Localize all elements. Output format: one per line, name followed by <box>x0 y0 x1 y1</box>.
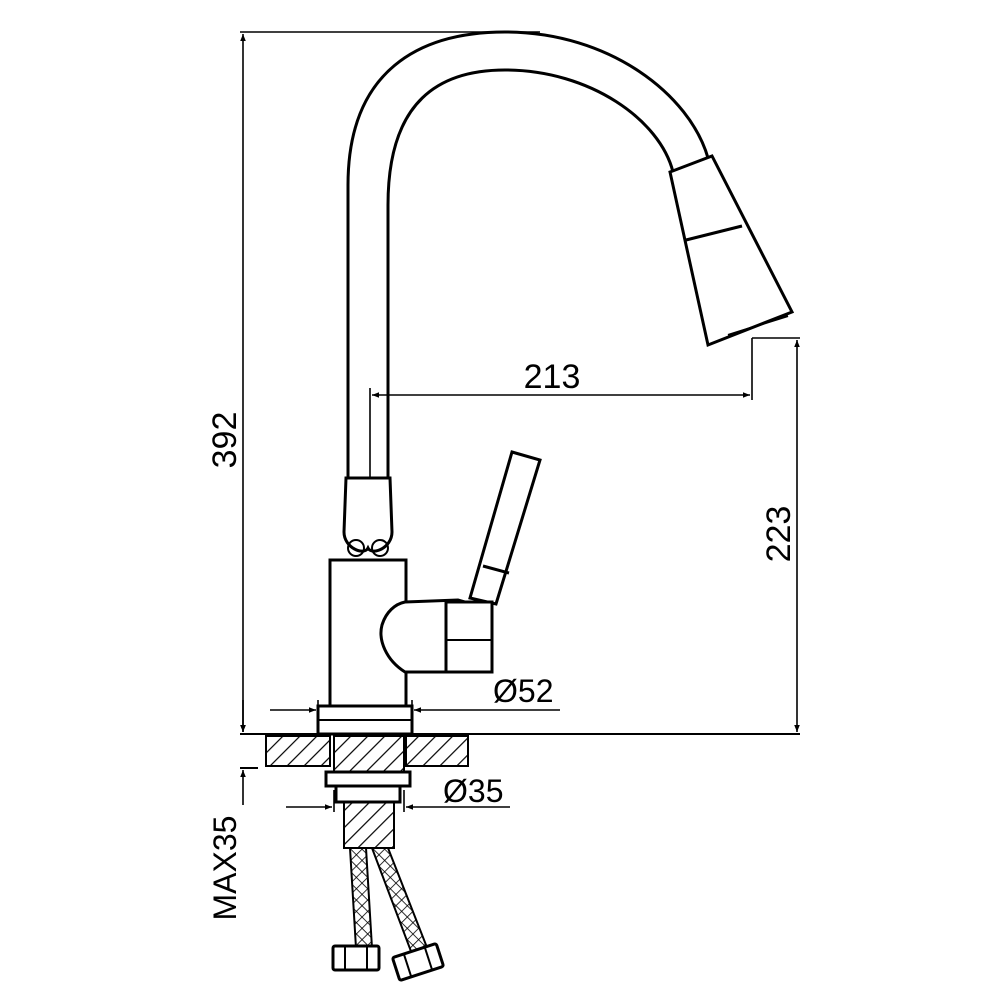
fitting-line <box>423 946 434 971</box>
countertop-hatch-right <box>405 735 469 767</box>
collar-screw <box>347 539 365 557</box>
spray-head-ring <box>727 315 789 336</box>
reach-dimension-label: 213 <box>524 358 581 396</box>
spout-outer-outline <box>346 30 710 478</box>
shank <box>333 735 405 773</box>
swivel-collar <box>342 476 394 553</box>
mounting-stud <box>343 801 395 849</box>
braided-hose-right <box>370 847 430 956</box>
mounting-assembly <box>324 735 445 982</box>
braided-hose-left <box>348 847 374 949</box>
handle-cap <box>444 600 494 674</box>
spout-inner-outline <box>386 68 675 478</box>
collar-screw <box>371 539 389 557</box>
spout-height-dimension-label: 223 <box>760 506 798 563</box>
spray-head <box>668 154 795 348</box>
dimension-lines: 392 213 223 Ø52 Ø35 MAX35 <box>206 31 800 921</box>
hose-fitting-right <box>391 942 445 982</box>
base-diameter-label: Ø52 <box>493 673 553 709</box>
countertop-hatch-left <box>265 735 331 767</box>
max-thickness-label: MAX35 <box>207 816 243 921</box>
hose-fitting-left <box>331 944 381 972</box>
height-dimension-label: 392 <box>206 412 244 469</box>
fitting-line <box>402 953 413 978</box>
countertop-section <box>240 733 800 769</box>
handle-lever-seam <box>482 564 510 575</box>
spray-head-seam <box>685 224 743 242</box>
nut-thread <box>334 784 402 804</box>
handle-lever <box>468 450 542 606</box>
mounting-nut <box>324 770 412 788</box>
faucet <box>316 30 795 736</box>
shank-diameter-label: Ø35 <box>443 773 503 809</box>
